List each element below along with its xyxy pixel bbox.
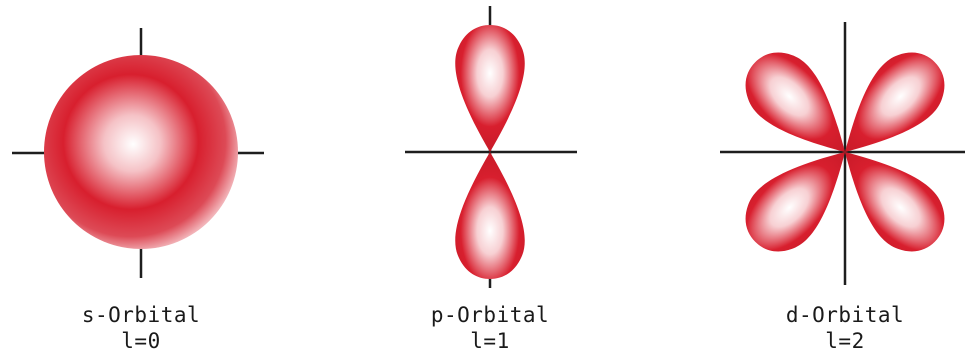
- s-orbital-figure: [12, 28, 264, 278]
- p-orbital-quantum-number: l=1: [470, 329, 510, 353]
- d-orbital-caption: d-Orbital l=2: [745, 302, 945, 354]
- p-orbital-label: p-Orbital: [430, 303, 550, 327]
- d-orbital-figure: [720, 22, 965, 285]
- s-orbital-caption: s-Orbital l=0: [41, 302, 241, 354]
- p-orbital-lobe-top: [455, 25, 525, 152]
- s-orbital-sphere: [44, 55, 238, 249]
- d-orbital-label: d-Orbital: [785, 303, 905, 327]
- d-orbital-quantum-number: l=2: [825, 329, 865, 353]
- d-orbital-lobe-lower-right: [845, 152, 945, 252]
- s-orbital-label: s-Orbital: [81, 303, 201, 327]
- p-orbital-caption: p-Orbital l=1: [390, 302, 590, 354]
- p-orbital-lobe-bottom: [455, 152, 525, 279]
- d-orbital-lobe-upper-left: [745, 52, 845, 152]
- s-orbital-quantum-number: l=0: [121, 329, 161, 353]
- d-orbital-lobe-lower-left: [745, 152, 845, 252]
- p-orbital-figure: [405, 6, 577, 288]
- d-orbital-lobe-upper-right: [845, 52, 945, 152]
